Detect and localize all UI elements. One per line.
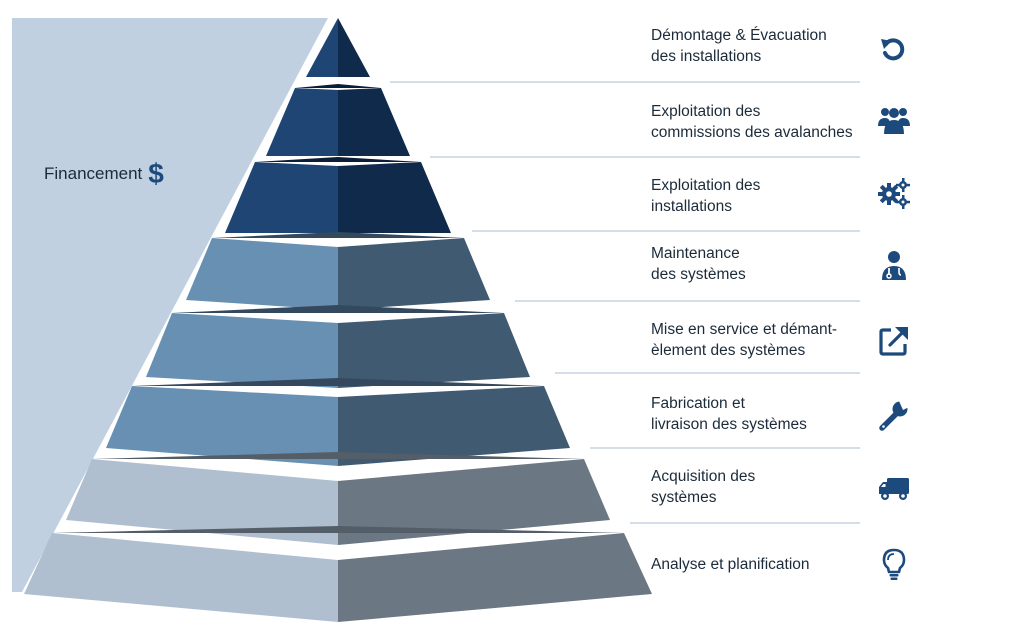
lightbulb-icon: [882, 548, 906, 580]
pyramid-tier-1: [306, 18, 370, 77]
divider-lines: [390, 81, 860, 524]
level-6-line2: livraison des systèmes: [651, 416, 807, 433]
level-4-line2: des systèmes: [651, 266, 746, 283]
pyramid-tier-2: [266, 84, 410, 156]
level-4-line1: Maintenance: [651, 245, 740, 262]
level-label-4: Maintenance des systèmes: [651, 243, 866, 285]
level-1-line2: des installations: [651, 48, 762, 65]
pyramid-tier-8: [24, 526, 652, 622]
level-3-line2: installations: [651, 198, 732, 215]
dollar-icon: $: [148, 158, 164, 189]
funding-label: Financement $: [44, 158, 164, 190]
level-label-8: Analyse et planification: [651, 554, 866, 575]
level-8-line1: Analyse et planification: [651, 556, 810, 573]
funding-band: [12, 18, 328, 592]
pyramid-tier-4: [186, 232, 490, 310]
level-5-line2: èlement des systèmes: [651, 342, 806, 359]
funding-text: Financement: [44, 164, 143, 183]
external-link-icon: [879, 327, 908, 356]
truck-icon: [879, 478, 909, 500]
users-group-icon: [878, 108, 910, 134]
pyramid-tier-7: [66, 452, 610, 545]
level-label-3: Exploitation des installations: [651, 175, 866, 217]
level-7-line1: Acquisition des: [651, 468, 756, 485]
level-6-line1: Fabrication et: [651, 395, 745, 412]
level-label-2: Exploitation des commissions des avalanc…: [651, 101, 866, 143]
wrench-icon: [879, 401, 909, 431]
pyramid-tier-3: [225, 157, 451, 233]
gears-icon: [878, 178, 910, 209]
level-3-line1: Exploitation des: [651, 177, 761, 194]
level-7-line2: systèmes: [651, 489, 717, 506]
level-label-7: Acquisition des systèmes: [651, 466, 866, 508]
level-label-5: Mise en service et démant- èlement des s…: [651, 319, 866, 361]
level-2-line1: Exploitation des: [651, 103, 761, 120]
level-label-1: Démontage & Évacuation des installations: [651, 25, 866, 67]
level-label-6: Fabrication et livraison des systèmes: [651, 393, 866, 435]
user-doctor-icon: [882, 251, 906, 280]
level-2-line2: commissions des avalanches: [651, 124, 853, 141]
undo-arrow-icon: [881, 38, 905, 61]
level-1-line1: Démontage & Évacuation: [651, 27, 827, 44]
level-5-line1: Mise en service et démant-: [651, 321, 838, 338]
pyramid-tier-6: [106, 378, 570, 466]
pyramid-tier-5: [146, 305, 530, 388]
